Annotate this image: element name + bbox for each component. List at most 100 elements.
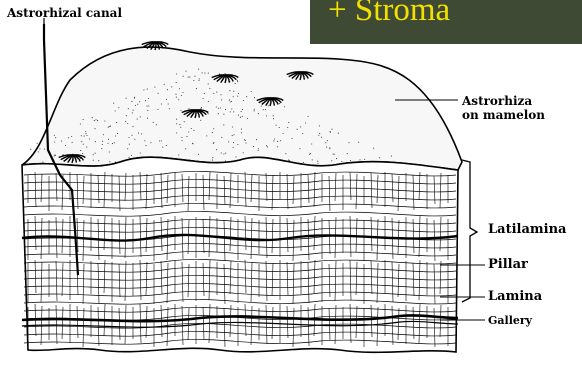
stipple-dot bbox=[231, 101, 232, 102]
stipple-dot bbox=[115, 110, 116, 111]
stipple-dot bbox=[254, 97, 255, 98]
stipple-dot bbox=[238, 115, 239, 116]
stipple-dot bbox=[243, 100, 244, 101]
stipple-dot bbox=[199, 78, 200, 79]
stipple-dot bbox=[273, 115, 274, 116]
stipple-dot bbox=[44, 149, 45, 150]
top-surface bbox=[22, 47, 462, 170]
stipple-dot bbox=[242, 116, 243, 117]
stipple-dot bbox=[85, 131, 86, 132]
stipple-dot bbox=[329, 147, 330, 148]
stipple-dot bbox=[54, 141, 55, 142]
stipple-dot bbox=[144, 140, 145, 141]
stipple-dot bbox=[225, 153, 226, 154]
stipple-dot bbox=[218, 113, 219, 114]
stipple-dot bbox=[156, 124, 157, 125]
stipple-dot bbox=[37, 143, 38, 144]
stipple-dot bbox=[221, 99, 222, 100]
stipple-dot bbox=[284, 106, 285, 107]
stipple-dot bbox=[193, 80, 194, 81]
stipple-dot bbox=[331, 129, 332, 130]
stipple-dot bbox=[245, 142, 246, 143]
stipple-dot bbox=[92, 117, 93, 118]
stipple-dot bbox=[38, 151, 39, 152]
stipple-dot bbox=[129, 144, 130, 145]
stipple-dot bbox=[166, 99, 167, 100]
stipple-dot bbox=[132, 112, 133, 113]
stipple-dot bbox=[233, 134, 234, 135]
stipple-dot bbox=[140, 116, 141, 117]
stipple-dot bbox=[300, 126, 301, 127]
stipple-dot bbox=[176, 123, 177, 124]
stipple-dot bbox=[212, 160, 213, 161]
stipple-dot bbox=[266, 115, 267, 116]
stipple-dot bbox=[203, 98, 204, 99]
stipple-dot bbox=[150, 142, 151, 143]
stipple-dot bbox=[209, 88, 210, 89]
stipple-dot bbox=[115, 135, 116, 136]
stipple-dot bbox=[287, 127, 288, 128]
stipple-dot bbox=[65, 145, 66, 146]
stipple-dot bbox=[95, 141, 96, 142]
stipple-dot bbox=[318, 135, 319, 136]
stipple-dot bbox=[133, 110, 134, 111]
stipple-dot bbox=[137, 119, 138, 120]
stipple-dot bbox=[201, 107, 202, 108]
stipple-dot bbox=[147, 118, 148, 119]
stipple-dot bbox=[331, 160, 332, 161]
stipple-dot bbox=[267, 146, 268, 147]
stipple-dot bbox=[277, 146, 278, 147]
stipple-dot bbox=[223, 114, 224, 115]
stipple-dot bbox=[127, 123, 128, 124]
stipple-dot bbox=[145, 145, 146, 146]
stipple-dot bbox=[240, 117, 241, 118]
stipple-dot bbox=[178, 99, 179, 100]
stipple-dot bbox=[30, 149, 31, 150]
stipple-dot bbox=[379, 157, 380, 158]
stipple-dot bbox=[185, 71, 186, 72]
stipple-dot bbox=[176, 73, 177, 74]
stipple-dot bbox=[81, 141, 82, 142]
stipple-dot bbox=[273, 118, 274, 119]
stipple-dot bbox=[68, 137, 69, 138]
stipple-dot bbox=[265, 109, 266, 110]
stipple-dot bbox=[180, 110, 181, 111]
stipple-dot bbox=[54, 135, 55, 136]
stipple-dot bbox=[202, 72, 203, 73]
stipple-dot bbox=[140, 152, 141, 153]
stipple-dot bbox=[359, 159, 360, 160]
stipple-dot bbox=[288, 122, 289, 123]
stipple-dot bbox=[108, 127, 109, 128]
stipple-dot bbox=[182, 92, 183, 93]
stipple-dot bbox=[166, 145, 167, 146]
stipple-dot bbox=[277, 141, 278, 142]
stipple-dot bbox=[109, 151, 110, 152]
stipple-dot bbox=[230, 101, 231, 102]
stipple-dot bbox=[292, 138, 293, 139]
stipple-dot bbox=[347, 153, 348, 154]
stipple-dot bbox=[179, 124, 180, 125]
stipple-dot bbox=[83, 119, 84, 120]
stipple-dot bbox=[268, 105, 269, 106]
stipple-dot bbox=[256, 139, 257, 140]
stipple-dot bbox=[212, 132, 213, 133]
label-lamina: Lamina bbox=[488, 290, 542, 304]
stipple-dot bbox=[159, 140, 160, 141]
stipple-dot bbox=[317, 163, 318, 164]
stipple-dot bbox=[319, 133, 320, 134]
stipple-dot bbox=[208, 113, 209, 114]
stipple-dot bbox=[175, 94, 176, 95]
stipple-dot bbox=[223, 153, 224, 154]
stipple-dot bbox=[263, 109, 264, 110]
stipple-dot bbox=[221, 137, 222, 138]
stipple-dot bbox=[233, 96, 234, 97]
stipple-dot bbox=[229, 100, 230, 101]
stipple-dot bbox=[80, 123, 81, 124]
stipple-dot bbox=[245, 140, 246, 141]
stipple-dot bbox=[125, 121, 126, 122]
stipple-dot bbox=[319, 125, 320, 126]
stipple-dot bbox=[108, 139, 109, 140]
stipple-dot bbox=[98, 160, 99, 161]
stipple-dot bbox=[102, 144, 103, 145]
stipple-dot bbox=[154, 87, 155, 88]
